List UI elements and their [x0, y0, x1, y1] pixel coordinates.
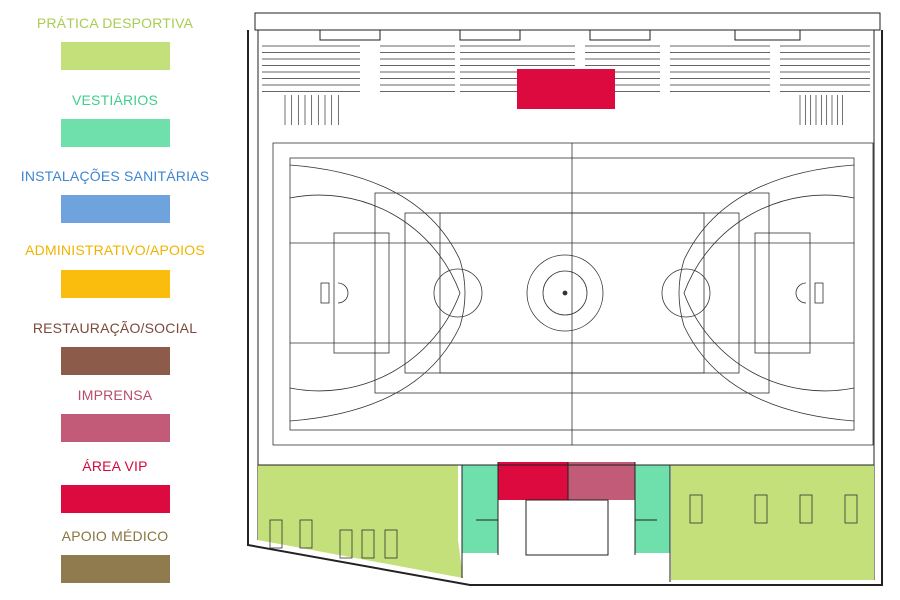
legend-label: APOIO MÉDICO	[61, 528, 169, 544]
equipment-item	[799, 494, 813, 524]
locker-room-right	[635, 465, 670, 553]
ground-floor-walls	[258, 462, 874, 582]
equipment-item	[269, 519, 283, 549]
legend-swatch	[61, 42, 170, 70]
legend-swatch	[61, 485, 170, 513]
legend-swatch	[61, 347, 170, 375]
stands-stairs	[284, 95, 844, 125]
sport-room-right	[671, 465, 874, 580]
floor-plan	[247, 12, 883, 586]
equipment-item	[361, 529, 375, 559]
equipment-item	[754, 494, 768, 524]
vip-seating-block	[517, 69, 615, 109]
legend-swatch	[61, 270, 170, 298]
locker-room-left	[462, 465, 498, 553]
ground-floor-rooms	[258, 462, 874, 580]
legend-label: IMPRENSA	[77, 387, 153, 403]
legend-label: RESTAURAÇÃO/SOCIAL	[32, 320, 198, 336]
legend-swatch	[61, 195, 170, 223]
sports-court	[272, 142, 874, 446]
legend-label: VESTIÁRIOS	[71, 92, 159, 108]
equipment	[269, 494, 858, 559]
equipment-item	[299, 519, 313, 549]
legend-swatch	[61, 119, 170, 147]
legend-label: ADMINISTRATIVO/APOIOS	[25, 242, 205, 258]
legend-label: PRÁTICA DESPORTIVA	[36, 15, 194, 31]
equipment-item	[689, 494, 703, 524]
legend-swatch	[61, 555, 170, 583]
equipment-item	[339, 529, 353, 559]
color-legend: PRÁTICA DESPORTIVA VESTIÁRIOS INSTALAÇÕE…	[0, 0, 230, 600]
sport-room-left	[258, 465, 463, 578]
legend-label: INSTALAÇÕES SANITÁRIAS	[20, 168, 210, 184]
equipment-item	[384, 529, 398, 559]
press-room	[568, 462, 635, 500]
legend-swatch	[61, 414, 170, 442]
legend-label: ÁREA VIP	[82, 458, 148, 474]
equipment-item	[844, 494, 858, 524]
vip-room	[498, 462, 568, 500]
